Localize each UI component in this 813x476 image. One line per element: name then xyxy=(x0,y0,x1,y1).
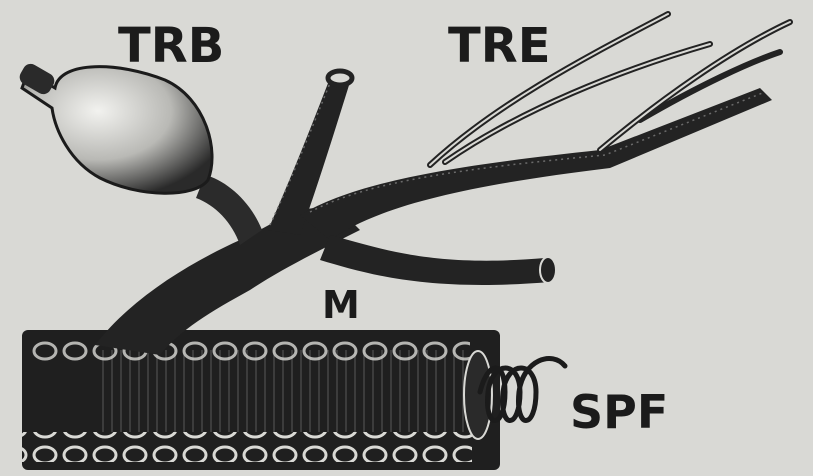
label-tre: TRE xyxy=(448,18,551,74)
tracheal-bladder xyxy=(17,61,212,193)
label-trb: TRB xyxy=(118,18,224,74)
label-spf: SPF xyxy=(570,385,668,439)
label-m: M xyxy=(322,283,360,327)
muscle-fiber xyxy=(22,330,500,470)
tracheal-branch-right xyxy=(300,88,772,285)
